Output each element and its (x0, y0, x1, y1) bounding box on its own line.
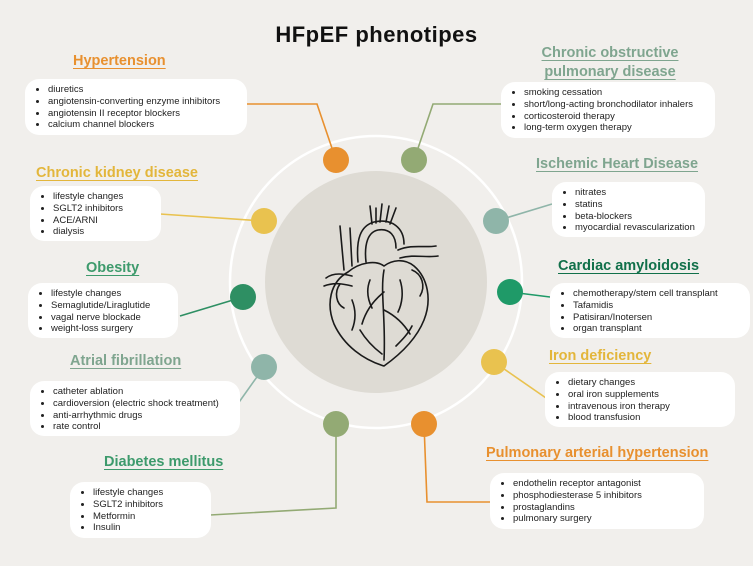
list-item: anti-arrhythmic drugs (53, 410, 232, 422)
anatomical-heart-icon (323, 203, 439, 367)
connector-copd (413, 103, 502, 161)
dot-amyloidosis (497, 279, 523, 305)
list-item: weight-loss surgery (51, 323, 170, 335)
list-item: oral iron supplements (568, 389, 727, 401)
heading-copd: Chronic obstructive pulmonary disease (520, 44, 700, 82)
list-item: smoking cessation (524, 87, 707, 99)
treatment-list-diabetes: lifestyle changes SGLT2 inhibitors Metfo… (80, 487, 203, 534)
heading-ihd: Ischemic Heart Disease (536, 156, 699, 172)
list-item: organ transplant (573, 323, 742, 335)
treatment-list-iron: dietary changes oral iron supplements in… (555, 377, 727, 424)
dot-copd (401, 147, 427, 173)
treatment-list-amyloidosis: chemotherapy/stem cell transplant Tafami… (560, 288, 742, 335)
treatment-list-ihd: nitrates statins beta-blockers myocardia… (562, 187, 697, 234)
treatment-list-obesity: lifestyle changes Semaglutide/Liraglutid… (38, 288, 170, 335)
heading-iron: Iron deficiency (549, 348, 652, 364)
list-item: Metformin (93, 511, 203, 523)
list-item: angiotensin-converting enzyme inhibitors (48, 96, 239, 108)
card-pah: endothelin receptor antagonist phosphodi… (490, 473, 704, 529)
treatment-list-hypertension: diuretics angiotensin-converting enzyme … (35, 84, 239, 131)
connector-hypertension (246, 103, 337, 161)
list-item: SGLT2 inhibitors (93, 499, 203, 511)
treatment-list-af: catheter ablation cardioversion (electri… (40, 386, 232, 433)
list-item: dietary changes (568, 377, 727, 389)
heading-obesity: Obesity (86, 260, 140, 276)
list-item: intravenous iron therapy (568, 401, 727, 413)
list-item: blood transfusion (568, 412, 727, 424)
dot-iron (481, 349, 507, 375)
card-af: catheter ablation cardioversion (electri… (30, 381, 240, 436)
dot-af (251, 354, 277, 380)
heading-copd-line2: pulmonary disease (544, 64, 676, 80)
diagram-title: HFpEF phenotipes (275, 22, 478, 47)
list-item: beta-blockers (575, 211, 697, 223)
heading-copd-line1: Chronic obstructive (541, 45, 679, 61)
heading-hypertension: Hypertension (73, 53, 166, 69)
heading-amyloidosis: Cardiac amyloidosis (558, 258, 700, 274)
list-item: lifestyle changes (93, 487, 203, 499)
list-item: calcium channel blockers (48, 119, 239, 131)
list-item: lifestyle changes (51, 288, 170, 300)
list-item: corticosteroid therapy (524, 111, 707, 123)
card-iron: dietary changes oral iron supplements in… (545, 372, 735, 427)
list-item: chemotherapy/stem cell transplant (573, 288, 742, 300)
heading-diabetes: Diabetes mellitus (104, 454, 224, 470)
list-item: cardioversion (electric shock treatment) (53, 398, 232, 410)
heading-ckd: Chronic kidney disease (36, 165, 198, 181)
dot-diabetes (323, 411, 349, 437)
list-item: long-term oxygen therapy (524, 122, 707, 134)
connector-ckd (159, 213, 265, 222)
card-ckd: lifestyle changes SGLT2 inhibitors ACE/A… (30, 186, 161, 241)
heading-pah: Pulmonary arterial hypertension (486, 445, 709, 461)
card-ihd: nitrates statins beta-blockers myocardia… (552, 182, 705, 237)
list-item: lifestyle changes (53, 191, 153, 203)
treatment-list-copd: smoking cessation short/long-acting bron… (511, 87, 707, 134)
list-item: short/long-acting bronchodilator inhaler… (524, 99, 707, 111)
connector-diabetes (209, 424, 337, 516)
dot-obesity (230, 284, 256, 310)
list-item: Tafamidis (573, 300, 742, 312)
heading-af: Atrial fibrillation (70, 353, 182, 369)
list-item: Patisiran/Inotersen (573, 312, 742, 324)
connector-pah (423, 423, 492, 503)
list-item: myocardial revascularization (575, 222, 697, 234)
list-item: angiotensin II receptor blockers (48, 108, 239, 120)
dot-ihd (483, 208, 509, 234)
list-item: pulmonary surgery (513, 513, 696, 525)
list-item: phosphodiesterase 5 inhibitors (513, 490, 696, 502)
dot-hypertension (323, 147, 349, 173)
list-item: statins (575, 199, 697, 211)
card-copd: smoking cessation short/long-acting bron… (501, 82, 715, 138)
outer-ring (228, 134, 524, 430)
list-item: diuretics (48, 84, 239, 96)
card-amyloidosis: chemotherapy/stem cell transplant Tafami… (550, 283, 750, 338)
list-item: rate control (53, 421, 232, 433)
list-item: vagal nerve blockade (51, 312, 170, 324)
treatment-list-pah: endothelin receptor antagonist phosphodi… (500, 478, 696, 525)
card-diabetes: lifestyle changes SGLT2 inhibitors Metfo… (70, 482, 211, 538)
list-item: prostaglandins (513, 502, 696, 514)
list-item: SGLT2 inhibitors (53, 203, 153, 215)
card-obesity: lifestyle changes Semaglutide/Liraglutid… (28, 283, 178, 338)
list-item: ACE/ARNI (53, 215, 153, 227)
list-item: Insulin (93, 522, 203, 534)
dot-ckd (251, 208, 277, 234)
list-item: nitrates (575, 187, 697, 199)
list-item: catheter ablation (53, 386, 232, 398)
treatment-list-ckd: lifestyle changes SGLT2 inhibitors ACE/A… (40, 191, 153, 238)
card-hypertension: diuretics angiotensin-converting enzyme … (25, 79, 247, 135)
dot-pah (411, 411, 437, 437)
list-item: endothelin receptor antagonist (513, 478, 696, 490)
list-item: Semaglutide/Liraglutide (51, 300, 170, 312)
list-item: dialysis (53, 226, 153, 238)
